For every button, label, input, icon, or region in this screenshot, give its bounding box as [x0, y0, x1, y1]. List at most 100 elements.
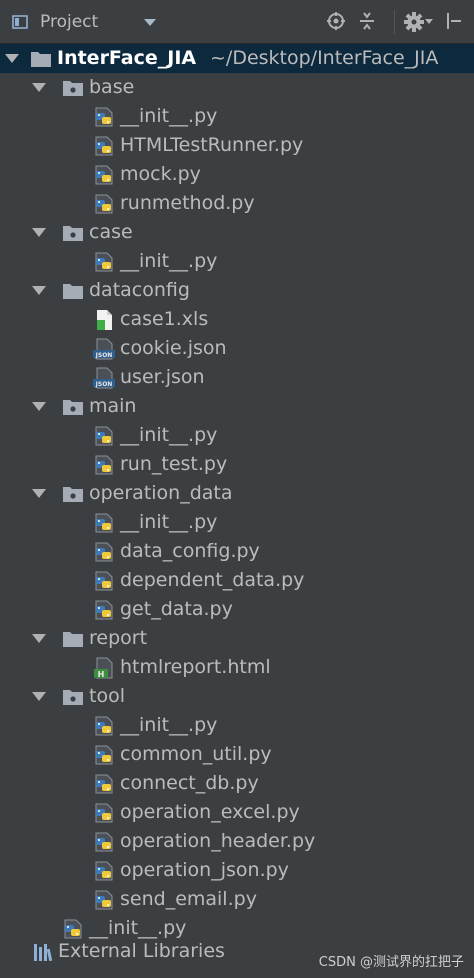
tree-file-row[interactable]: JSON cookie.json: [0, 334, 474, 363]
tree-folder-row[interactable]: operation_data: [0, 479, 474, 508]
file-name: mock.py: [120, 163, 201, 185]
expand-arrow-icon[interactable]: [32, 692, 46, 701]
file-name: __init__.py: [120, 424, 218, 446]
tree-file-row[interactable]: common_util.py: [0, 740, 474, 769]
expand-arrow-icon[interactable]: [32, 286, 46, 295]
file-name: case1.xls: [120, 308, 209, 330]
html-file-icon: H: [94, 657, 113, 679]
svg-text:JSON: JSON: [95, 381, 113, 388]
tree-file-row[interactable]: runmethod.py: [0, 189, 474, 218]
file-name: operation_excel.py: [120, 801, 300, 823]
tree-file-row[interactable]: __init__.py: [0, 508, 474, 537]
external-libraries-label: External Libraries: [58, 940, 225, 962]
package-folder-icon: [63, 226, 83, 241]
file-name: operation_header.py: [120, 830, 316, 852]
tree-folder-row[interactable]: base: [0, 73, 474, 102]
project-toolbar: Project: [0, 0, 474, 44]
folder-name: operation_data: [89, 482, 233, 504]
python-file-icon: [95, 252, 113, 272]
file-name: cookie.json: [120, 337, 227, 359]
tree-file-row[interactable]: __init__.py: [0, 711, 474, 740]
python-file-icon: [95, 803, 113, 823]
locate-icon[interactable]: [326, 11, 346, 31]
package-folder-icon: [63, 487, 83, 502]
root-path: ~/Desktop/InterFace_JIA: [210, 47, 439, 69]
expand-arrow-icon[interactable]: [32, 634, 46, 643]
tree-file-row[interactable]: operation_excel.py: [0, 798, 474, 827]
tree-file-row[interactable]: HTMLTestRunner.py: [0, 131, 474, 160]
gear-dropdown-icon[interactable]: [425, 19, 433, 24]
python-file-icon: [95, 600, 113, 620]
hide-icon[interactable]: [444, 11, 464, 31]
expand-arrow-icon[interactable]: [5, 54, 19, 63]
package-folder-icon: [63, 690, 83, 705]
file-name: common_util.py: [120, 743, 272, 765]
tree-file-row[interactable]: mock.py: [0, 160, 474, 189]
view-dropdown-icon[interactable]: [144, 19, 156, 26]
gear-icon[interactable]: [403, 11, 425, 33]
folder-icon: [63, 632, 83, 647]
file-name: __init__.py: [120, 511, 218, 533]
python-file-icon: [95, 571, 113, 591]
python-file-icon: [95, 107, 113, 127]
python-file-icon: [95, 861, 113, 881]
tree-folder-row[interactable]: report: [0, 624, 474, 653]
expand-arrow-icon[interactable]: [32, 489, 46, 498]
python-file-icon: [95, 832, 113, 852]
tree-folder-row[interactable]: dataconfig: [0, 276, 474, 305]
tree-file-row[interactable]: __init__.py: [0, 247, 474, 276]
file-name: __init__.py: [120, 105, 218, 127]
tree-file-row[interactable]: __init__.py: [0, 421, 474, 450]
file-name: data_config.py: [120, 540, 260, 562]
folder-name: case: [89, 221, 133, 243]
expand-arrow-icon[interactable]: [32, 228, 46, 237]
tree-file-row[interactable]: operation_header.py: [0, 827, 474, 856]
file-name: operation_json.py: [120, 859, 289, 881]
package-folder-icon: [63, 400, 83, 415]
tree-file-row[interactable]: operation_json.py: [0, 856, 474, 885]
file-name: send_email.py: [120, 888, 257, 910]
python-file-icon: [95, 513, 113, 533]
collapse-icon[interactable]: [357, 11, 377, 31]
tree-root-row[interactable]: InterFace_JIA ~/Desktop/InterFace_JIA: [0, 44, 474, 73]
tree-file-row[interactable]: JSON user.json: [0, 363, 474, 392]
external-libraries-row[interactable]: External Libraries: [0, 937, 474, 966]
tree-file-row[interactable]: data_config.py: [0, 537, 474, 566]
tree-folder-row[interactable]: main: [0, 392, 474, 421]
file-name: dependent_data.py: [120, 569, 305, 591]
svg-text:JSON: JSON: [95, 352, 113, 359]
json-file-icon: JSON: [93, 338, 115, 360]
svg-text:H: H: [98, 670, 105, 679]
file-name: get_data.py: [120, 598, 233, 620]
file-name: connect_db.py: [120, 772, 259, 794]
project-panel-icon[interactable]: [12, 14, 28, 30]
tree-file-row[interactable]: __init__.py: [0, 102, 474, 131]
file-name: run_test.py: [120, 453, 228, 475]
expand-arrow-icon[interactable]: [32, 402, 46, 411]
python-file-icon: [95, 455, 113, 475]
expand-arrow-icon[interactable]: [32, 83, 46, 92]
tree-file-row[interactable]: dependent_data.py: [0, 566, 474, 595]
tree-folder-row[interactable]: case: [0, 218, 474, 247]
tree-file-row[interactable]: get_data.py: [0, 595, 474, 624]
tree-folder-row[interactable]: tool: [0, 682, 474, 711]
tree-file-row[interactable]: case1.xls: [0, 305, 474, 334]
library-icon: [34, 944, 53, 962]
python-file-icon: [95, 165, 113, 185]
tree-file-row[interactable]: send_email.py: [0, 885, 474, 914]
folder-name: report: [89, 627, 148, 649]
python-file-icon: [95, 426, 113, 446]
folder-icon: [31, 52, 51, 67]
tree-file-row[interactable]: __init__.py: [0, 914, 474, 943]
file-name: runmethod.py: [120, 192, 255, 214]
panel-title[interactable]: Project: [40, 12, 99, 32]
python-file-icon: [95, 890, 113, 910]
root-name: InterFace_JIA: [57, 47, 197, 69]
toolbar-separator: [394, 10, 395, 34]
python-file-icon: [95, 716, 113, 736]
file-name: htmlreport.html: [120, 656, 271, 678]
tree-file-row[interactable]: connect_db.py: [0, 769, 474, 798]
tree-file-row[interactable]: run_test.py: [0, 450, 474, 479]
file-name: user.json: [120, 366, 205, 388]
